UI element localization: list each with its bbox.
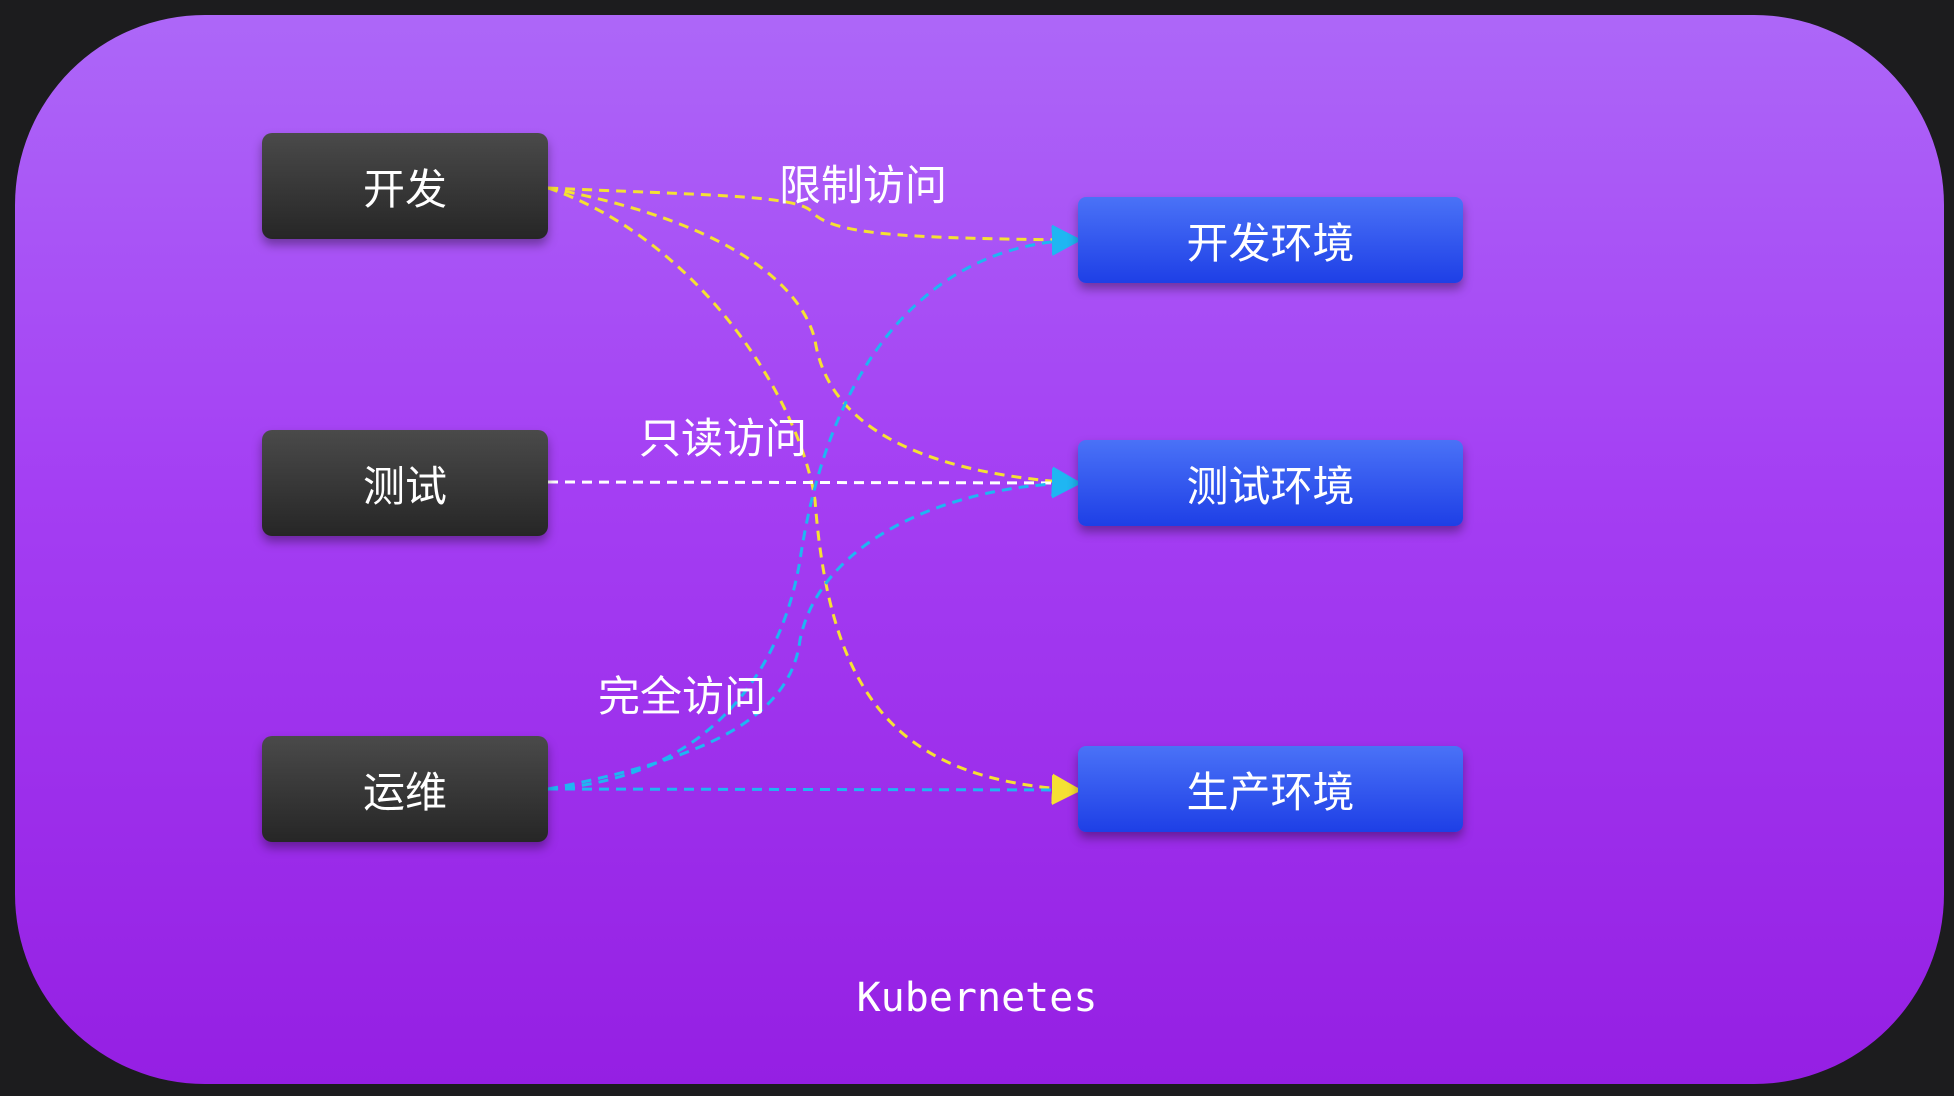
role-label: 开发 — [362, 164, 447, 214]
label-full-access: 完全访问 — [598, 672, 767, 721]
role-dev: 开发 — [262, 133, 548, 239]
env-label: 开发环境 — [1186, 218, 1355, 268]
link-ops-to-prod-env — [547, 774, 1082, 805]
role-label: 测试 — [362, 461, 447, 511]
role-test: 测试 — [262, 430, 548, 536]
env-dev: 开发环境 — [1078, 197, 1463, 283]
role-label: 运维 — [362, 767, 447, 817]
label-restricted-access: 限制访问 — [779, 161, 948, 210]
env-prod: 生产环境 — [1078, 746, 1463, 832]
role-ops: 运维 — [262, 736, 548, 842]
link-ops-to-test-env — [547, 468, 1082, 791]
link-dev-to-test-env — [547, 186, 1082, 497]
kubernetes-label: Kubernetes — [856, 975, 1098, 1021]
link-test-to-test-env — [547, 467, 1082, 498]
link-dev-to-dev-env — [547, 186, 1082, 255]
env-label: 生产环境 — [1186, 767, 1355, 817]
label-readonly-access: 只读访问 — [639, 414, 808, 463]
link-dev-to-prod-env — [547, 186, 1082, 804]
env-test: 测试环境 — [1078, 440, 1463, 526]
env-label: 测试环境 — [1186, 461, 1355, 511]
